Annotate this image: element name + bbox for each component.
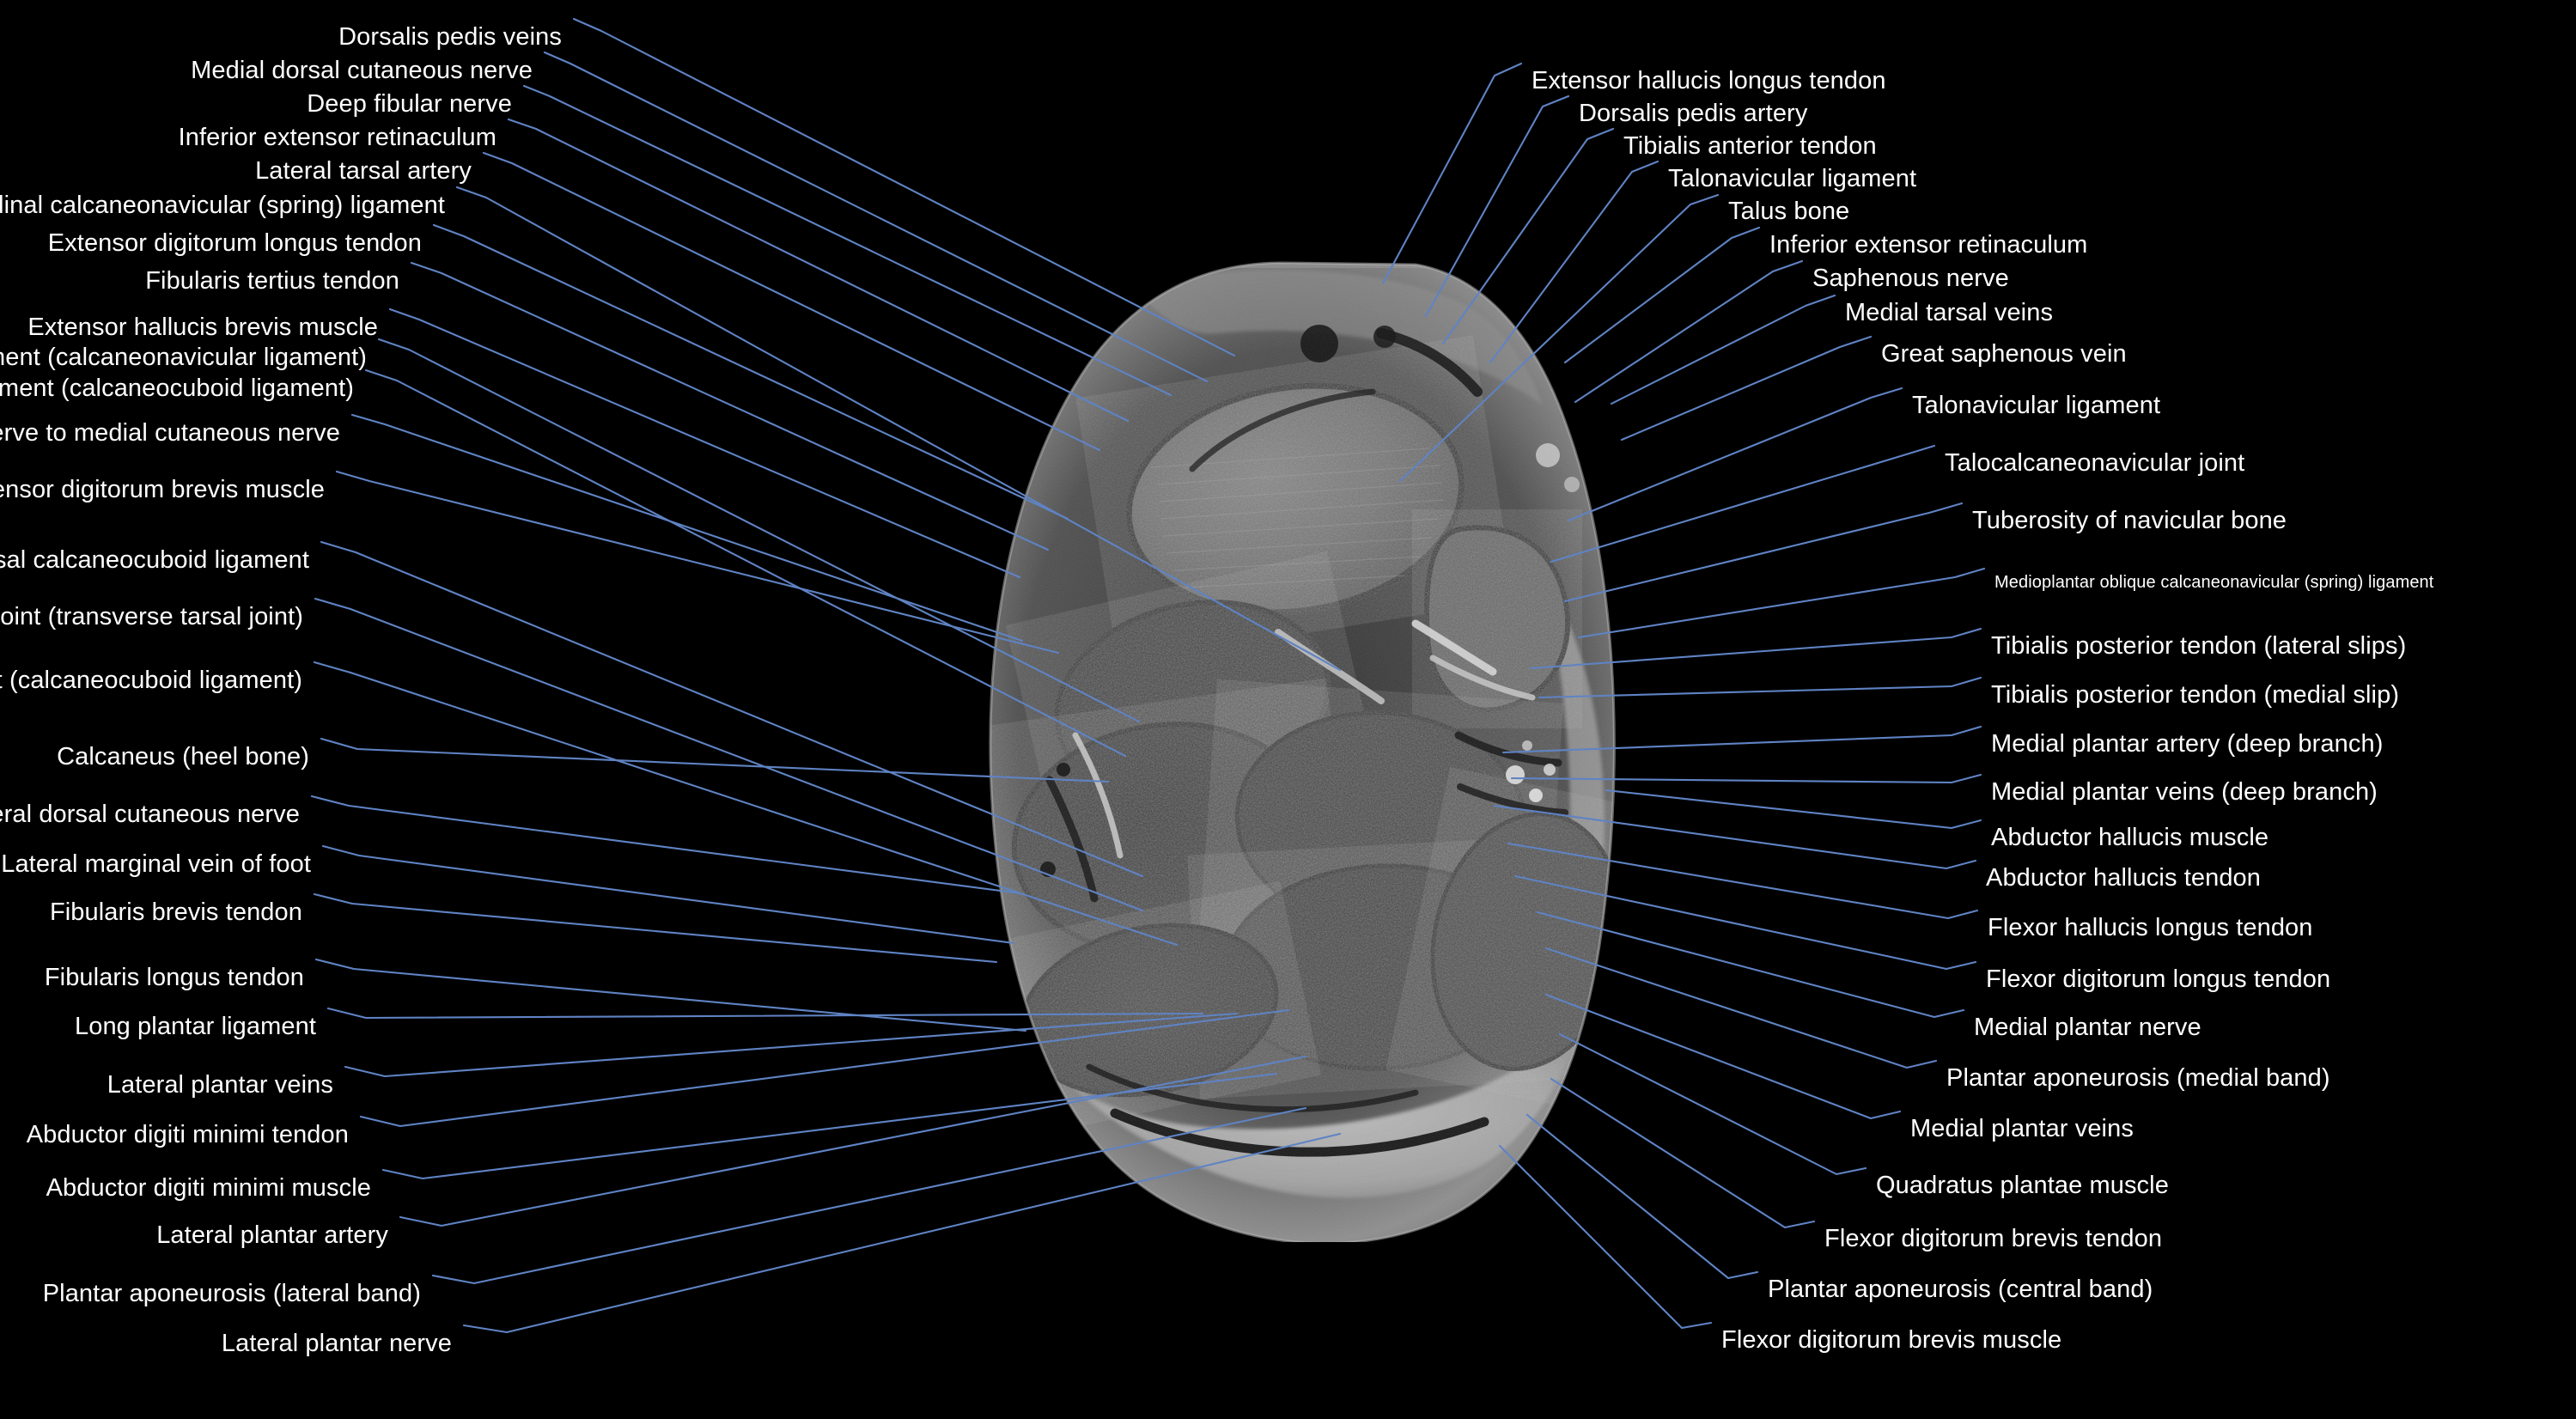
anatomy-label-lateral-plantar-veins: Lateral plantar veins xyxy=(107,1071,333,1099)
anatomy-label-plantar-aponeurosis-lateral-band: Plantar aponeurosis (lateral band) xyxy=(42,1280,421,1307)
anatomy-label-flexor-hallucis-longus-tendon: Flexor hallucis longus tendon xyxy=(1988,914,2313,941)
anatomy-label-medial-plantar-nerve: Medial plantar nerve xyxy=(1974,1014,2201,1041)
anatomy-label-medial-plantar-veins-deep-branch: Medial plantar veins (deep branch) xyxy=(1991,778,2378,806)
anatomy-label-extensor-hallucis-longus-tendon: Extensor hallucis longus tendon xyxy=(1532,67,1886,94)
anatomy-label-plantar-aponeurosis-central-band: Plantar aponeurosis (central band) xyxy=(1768,1276,2153,1303)
anatomy-label-inferior-extensor-retinaculum: Inferior extensor retinaculum xyxy=(178,124,496,151)
mri-scan-svg xyxy=(935,254,1656,1242)
anatomy-label-lateral-marginal-vein-of-foot: Lateral marginal vein of foot xyxy=(1,850,311,878)
anatomy-label-talocalcaneonavicular-joint: Talocalcaneonavicular joint xyxy=(1945,449,2245,477)
anatomy-label-great-saphenous-vein: Great saphenous vein xyxy=(1881,340,2127,368)
anatomy-label-flexor-digitorum-brevis-muscle: Flexor digitorum brevis muscle xyxy=(1721,1326,2062,1354)
anatomy-label-medial-dorsal-cutaneous-nerve: Medial dorsal cutaneous nerve xyxy=(191,57,533,84)
anatomy-label-medioplantar-oblique-calcaneonavicular-spring-ligament: Medioplantar oblique calcaneonavicular (… xyxy=(1994,573,2434,592)
anatomy-label-tibialis-anterior-tendon: Tibialis anterior tendon xyxy=(1623,132,1877,160)
anatomy-label-plantar-aponeurosis-medial-band: Plantar aponeurosis (medial band) xyxy=(1946,1064,2330,1092)
flexor-hallucis-longus-tendon xyxy=(1454,731,1562,767)
anatomy-label-lateral-dorsal-cutaneous-nerve: Lateral dorsal cutaneous nerve xyxy=(0,801,300,828)
anatomy-label-flexor-digitorum-longus-tendon: Flexor digitorum longus tendon xyxy=(1986,965,2331,993)
anatomy-label-bifurcate-ligament-calcaneonavicular-ligament: Bifurcate ligament (calcaneonavicular li… xyxy=(0,344,367,371)
leader-line-fibularis-longus-tendon xyxy=(314,958,1027,1032)
anatomy-label-dorsal-calcaneocuboid-ligament: Dorsal calcaneocuboid ligament xyxy=(0,546,309,574)
anatomy-label-fibularis-longus-tendon: Fibularis longus tendon xyxy=(44,964,304,991)
anatomy-label-medial-tarsal-veins: Medial tarsal veins xyxy=(1845,299,2054,326)
leader-line-extensor-hallucis-brevis-muscle xyxy=(388,308,1021,579)
anatomy-label-dorsalis-pedis-veins: Dorsalis pedis veins xyxy=(338,23,562,51)
leader-line-anastomotic-branch-of-sural-nerve-to-medial-cutaneous-nerve xyxy=(350,413,1024,643)
anatomy-label-abductor-digiti-minimi-tendon: Abductor digiti minimi tendon xyxy=(26,1121,349,1148)
anatomy-label-medial-plantar-veins: Medial plantar veins xyxy=(1910,1115,2134,1142)
anatomy-label-calcaneus-heel-bone: Calcaneus (heel bone) xyxy=(57,743,309,770)
anatomy-label-tuberosity-of-navicular-bone: Tuberosity of navicular bone xyxy=(1972,507,2287,534)
anatomy-label-anastomotic-branch-of-sural-nerve-to-medial-cutaneous-nerve: Anastomotic branch of sural nerve to med… xyxy=(0,419,340,447)
anatomy-label-tibialis-posterior-tendon-medial-slip: Tibialis posterior tendon (medial slip) xyxy=(1991,681,2400,709)
anatomy-label-talonavicular-ligament: Talonavicular ligament xyxy=(1912,392,2161,419)
tibialis-posterior-lateral-slip xyxy=(1429,655,1536,701)
anatomy-label-extensor-digitorum-longus-tendon: Extensor digitorum longus tendon xyxy=(47,229,422,257)
anatomy-label-abductor-hallucis-tendon: Abductor hallucis tendon xyxy=(1986,864,2261,892)
anatomy-label-abductor-hallucis-muscle: Abductor hallucis muscle xyxy=(1991,824,2269,851)
leader-line-abductor-hallucis-muscle xyxy=(1605,789,1982,830)
anatomy-label-flexor-digitorum-brevis-tendon: Flexor digitorum brevis tendon xyxy=(1824,1225,2163,1252)
anatomy-label-fibularis-tertius-tendon: Fibularis tertius tendon xyxy=(145,267,399,295)
anatomy-label-abductor-digiti-minimi-muscle: Abductor digiti minimi muscle xyxy=(46,1174,371,1202)
leader-line-extensor-hallucis-longus-tendon xyxy=(1381,62,1523,285)
anatomy-label-extensor-digitorum-brevis-muscle: Extensor digitorum brevis muscle xyxy=(0,476,325,503)
anatomy-label-tibialis-posterior-tendon-lateral-slips: Tibialis posterior tendon (lateral slips… xyxy=(1991,632,2407,660)
anatomy-label-short-plantar-ligament-calcaneocuboid-ligament: Short plantar ligament (calcaneocuboid l… xyxy=(0,667,302,694)
mri-scan-image xyxy=(935,254,1656,1242)
anatomy-label-inferior-extensor-retinaculum: Inferior extensor retinaculum xyxy=(1769,231,2088,259)
leader-line-fibularis-brevis-tendon xyxy=(313,892,998,964)
leader-line-lateral-dorsal-cutaneous-nerve xyxy=(310,795,1022,895)
anatomy-label-talus-bone: Talus bone xyxy=(1728,198,1850,225)
anatomy-label-fibularis-brevis-tendon: Fibularis brevis tendon xyxy=(49,898,302,926)
anatomy-label-quadratus-plantae-muscle: Quadratus plantae muscle xyxy=(1876,1172,2169,1199)
anatomy-label-bifurcate-ligament-calcaneocuboid-ligament: Bifurcate ligament (calcaneocuboid ligam… xyxy=(0,375,354,402)
leader-line-great-saphenous-vein xyxy=(1620,335,1873,442)
leader-line-lateral-marginal-vein-of-foot xyxy=(321,844,1015,945)
anatomy-label-talonavicular-ligament: Talonavicular ligament xyxy=(1668,165,1917,192)
anatomy-label-deep-fibular-nerve: Deep fibular nerve xyxy=(307,90,512,118)
anatomy-label-calcaneocuboid-joint-transverse-tarsal-joint: Calcaneocuboid joint (transverse tarsal … xyxy=(0,603,303,630)
anatomy-label-long-plantar-ligament: Long plantar ligament xyxy=(74,1013,316,1040)
anatomy-label-medial-plantar-artery-deep-branch: Medial plantar artery (deep branch) xyxy=(1991,730,2384,758)
anatomy-label-saphenous-nerve: Saphenous nerve xyxy=(1812,265,2009,292)
tibialis-posterior-tendon xyxy=(1411,619,1497,676)
anatomy-label-lateral-tarsal-artery: Lateral tarsal artery xyxy=(255,157,472,185)
anatomy-label-inferoplantar-longitudinal-calcaneonavicular-spring-ligament: Inferoplantar longitudinal calcaneonavic… xyxy=(0,192,445,219)
anatomy-label-extensor-hallucis-brevis-muscle: Extensor hallucis brevis muscle xyxy=(27,314,378,341)
anatomy-label-lateral-plantar-nerve: Lateral plantar nerve xyxy=(221,1330,452,1357)
anatomy-label-dorsalis-pedis-artery: Dorsalis pedis artery xyxy=(1579,100,1808,127)
anatomy-label-lateral-plantar-artery: Lateral plantar artery xyxy=(156,1221,388,1249)
